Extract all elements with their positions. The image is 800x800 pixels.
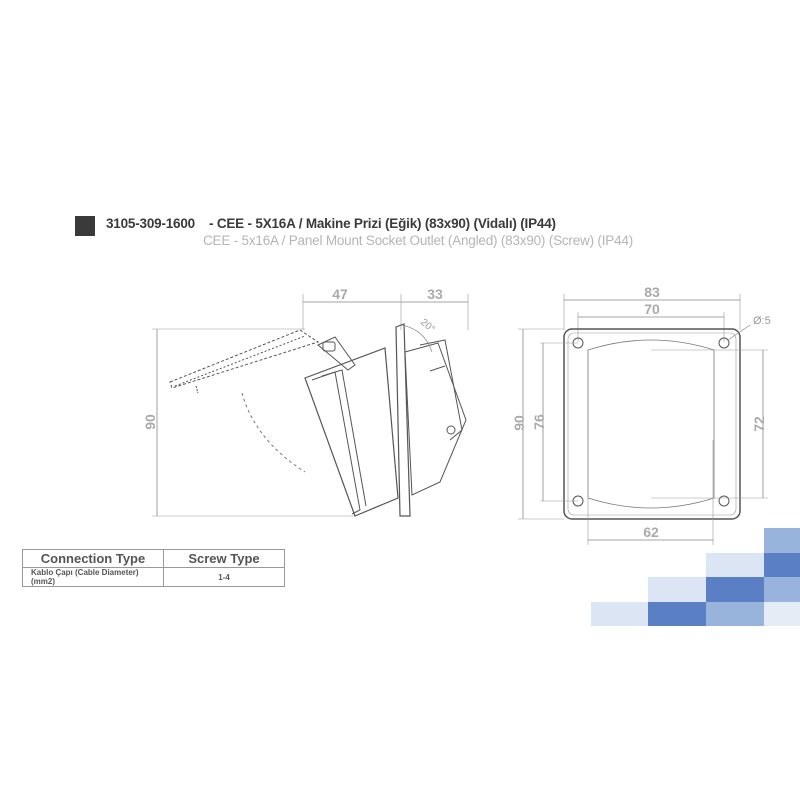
spec-table-header: Connection Type Screw Type bbox=[22, 549, 285, 568]
product-color-swatch bbox=[75, 216, 95, 236]
table-row: Kablo Çapı (Cable Diameter) (mm2) 1-4 bbox=[22, 567, 285, 587]
header-connection-type: Connection Type bbox=[22, 549, 164, 568]
dim-cutout-width: 62 bbox=[643, 524, 659, 540]
dim-hole-spacing-y: 76 bbox=[531, 414, 547, 430]
dim-cutout-height: 72 bbox=[751, 416, 767, 432]
dim-front-width: 33 bbox=[427, 286, 443, 302]
spec-table: Connection Type Screw Type Kablo Çapı (C… bbox=[22, 549, 285, 587]
dim-outer-height: 90 bbox=[511, 415, 527, 431]
header-screw-type: Screw Type bbox=[163, 549, 285, 568]
row-value: 1-4 bbox=[163, 567, 285, 587]
title-turkish: - CEE - 5X16A / Makine Prizi (Eğik) (83x… bbox=[208, 216, 556, 231]
dim-outer-width: 83 bbox=[644, 284, 660, 300]
row-label: Kablo Çapı (Cable Diameter) (mm2) bbox=[22, 567, 164, 587]
product-title-en: CEE - 5x16A / Panel Mount Socket Outlet … bbox=[203, 233, 633, 248]
dim-hole-diameter: Ø:5 bbox=[753, 315, 771, 327]
front-view-drawing bbox=[518, 294, 768, 545]
dim-body-width: 47 bbox=[332, 286, 348, 302]
dim-side-height: 90 bbox=[142, 414, 158, 430]
side-view-drawing bbox=[152, 294, 469, 517]
dim-angle: 20° bbox=[418, 317, 437, 335]
product-title-tr: 3105-309-1600 - CEE - 5X16A / Makine Priz… bbox=[106, 216, 556, 231]
dim-hole-spacing-x: 70 bbox=[644, 301, 660, 317]
product-code: 3105-309-1600 bbox=[106, 216, 195, 231]
